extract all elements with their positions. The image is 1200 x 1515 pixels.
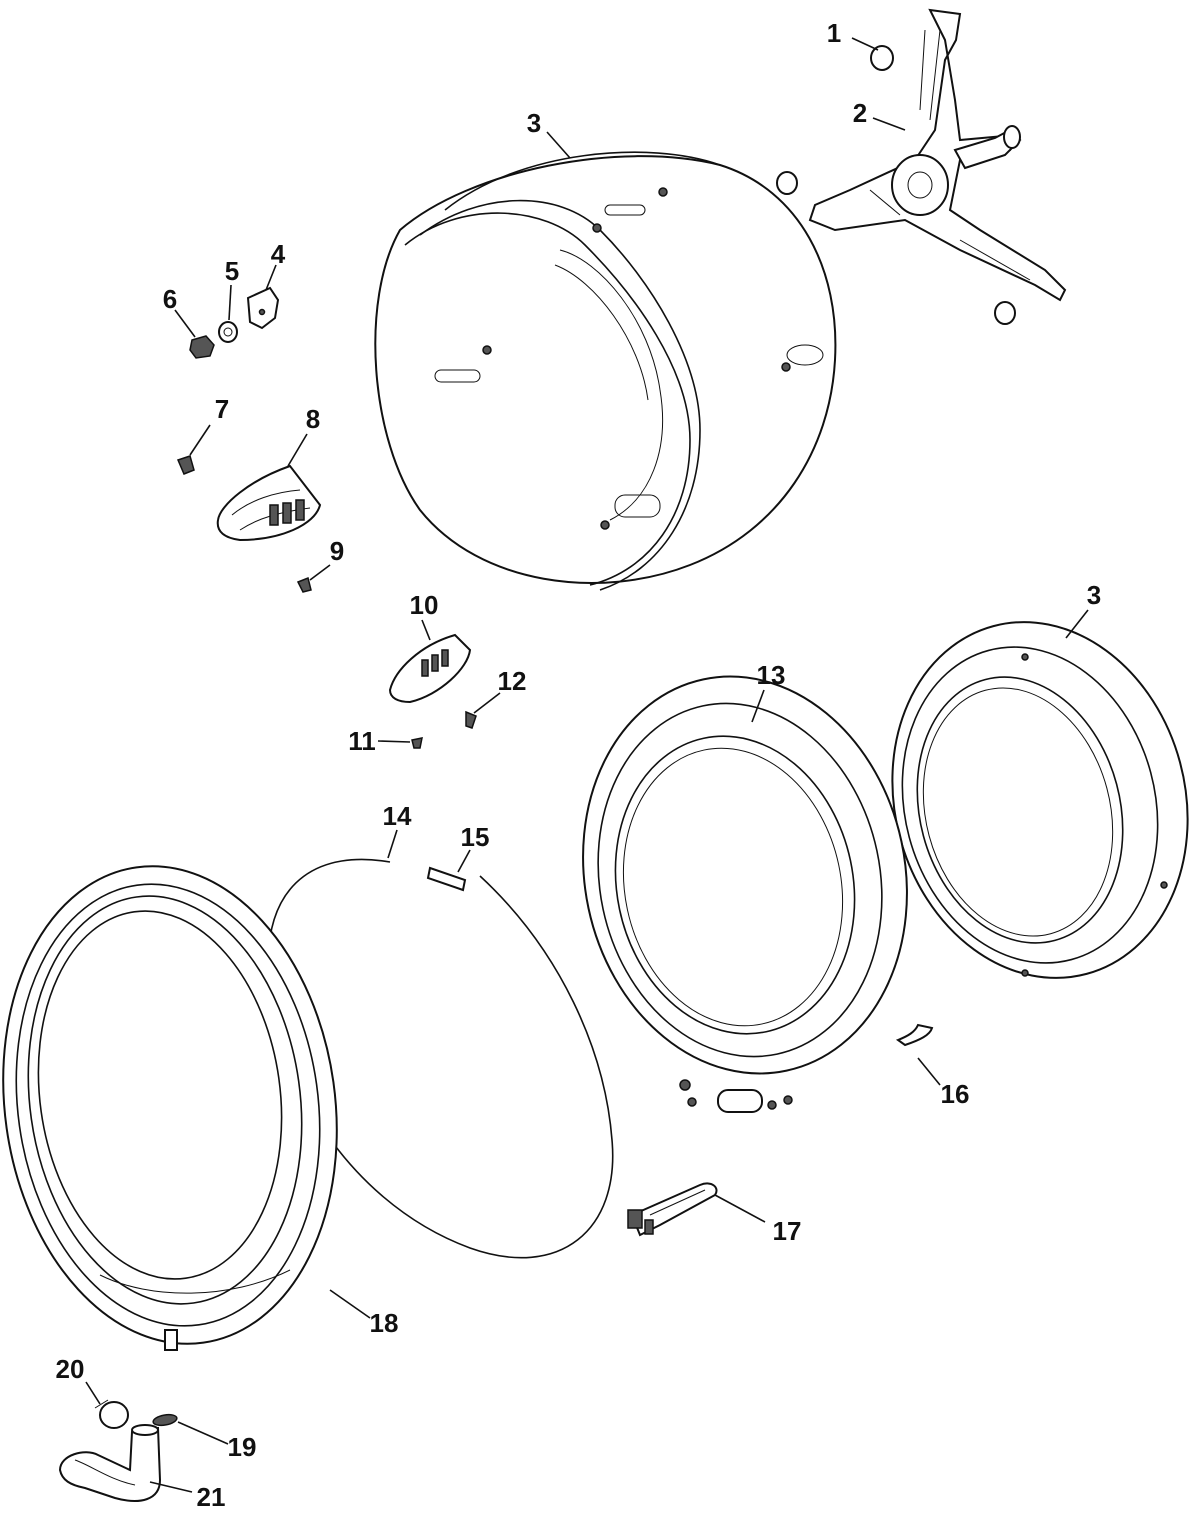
- callout-11: 11: [348, 726, 376, 756]
- part-7-clip: [176, 455, 195, 475]
- part-21-hose: [58, 1424, 162, 1502]
- callout-14: 14: [383, 801, 412, 831]
- callout-13: 13: [757, 660, 786, 690]
- part-19-clamp: [152, 1413, 178, 1427]
- part-1-washer: [870, 45, 894, 71]
- callout-21: 21: [197, 1482, 226, 1512]
- callout-4: 4: [271, 239, 286, 269]
- part-15-pin: [426, 866, 467, 892]
- part-9-screw: [296, 576, 312, 593]
- callout-7: 7: [215, 394, 229, 424]
- callout-8: 8: [306, 404, 320, 434]
- callout-9: 9: [330, 536, 344, 566]
- part-17-heater: [627, 1182, 718, 1237]
- callout-10: 10: [410, 590, 439, 620]
- part-5-washer: [218, 321, 238, 343]
- callout-12: 12: [498, 666, 527, 696]
- part-4-clip: [246, 286, 280, 330]
- part-12-screw: [465, 710, 477, 729]
- callout-5: 5: [225, 256, 239, 286]
- callout-2: 2: [853, 98, 867, 128]
- callout-3-drum: 3: [527, 108, 541, 138]
- callout-19: 19: [228, 1432, 257, 1462]
- callout-1: 1: [827, 18, 841, 48]
- part-10-lifter: [388, 633, 472, 704]
- part-2-spider-arm: [808, 8, 1067, 302]
- part-6-nut: [189, 335, 215, 359]
- part-16-clip: [895, 1023, 934, 1047]
- callout-6: 6: [163, 284, 177, 314]
- part-20-clamp: [94, 1399, 129, 1429]
- callout-17: 17: [773, 1216, 802, 1246]
- part-8-lifter: [216, 464, 322, 542]
- part-13-tub-front: [582, 675, 908, 1113]
- part-3-front-ring: [891, 621, 1189, 979]
- callout-20: 20: [56, 1354, 85, 1384]
- callouts: 1 2 3 4 5 6 7 8 9 10 11 12 3 13 14 15 16…: [56, 18, 1102, 1512]
- part-11-screw: [411, 737, 423, 749]
- callout-16: 16: [941, 1079, 970, 1109]
- part-14-door-glass: [267, 858, 614, 1259]
- leader-lines: [85, 37, 1089, 1493]
- part-3-drum: [374, 151, 837, 591]
- callout-3-front: 3: [1087, 580, 1101, 610]
- callout-18: 18: [370, 1308, 399, 1338]
- washer-b: [994, 301, 1016, 325]
- washer-a: [776, 171, 798, 195]
- part-18-door-frame: [2, 865, 338, 1351]
- callout-15: 15: [461, 822, 490, 852]
